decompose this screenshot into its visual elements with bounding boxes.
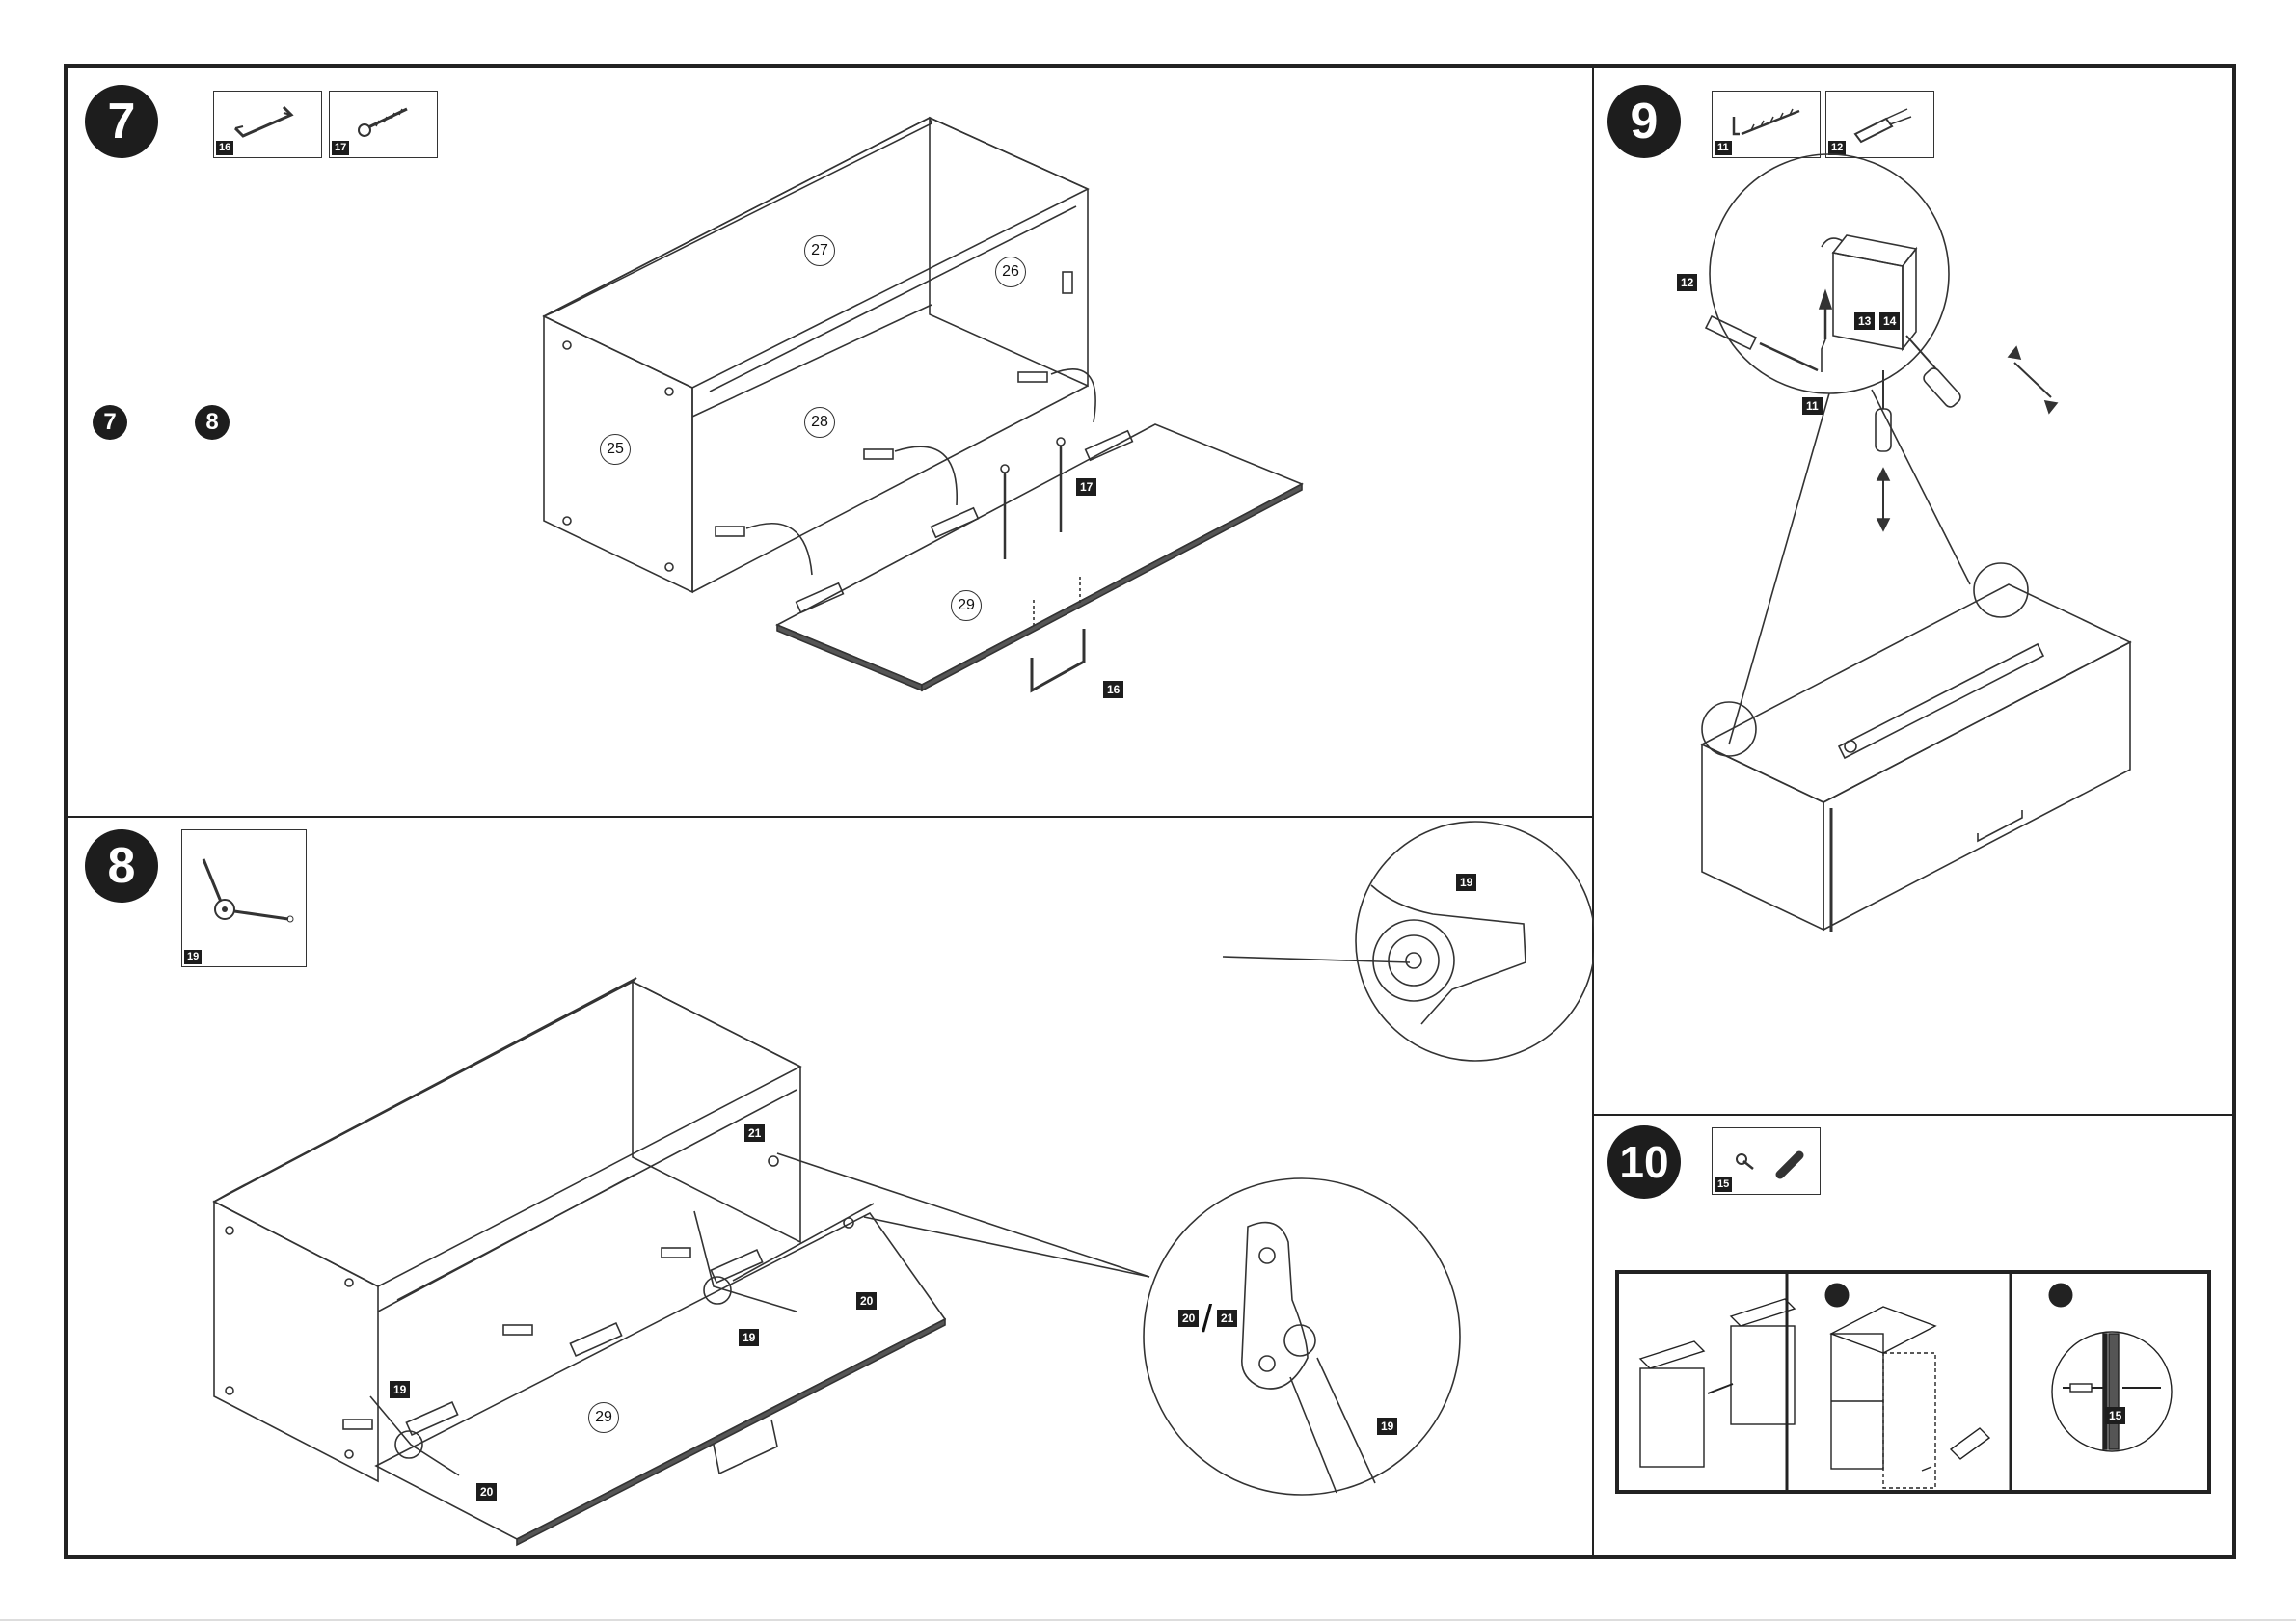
part-label-28: 28 [804,407,835,438]
step-8-panel: 8 19 [64,818,1594,1559]
bracket-tag: 21 [744,1124,765,1142]
hook-screw-tag: 11 [1802,397,1823,415]
lid-stay-tag: 19 [390,1381,410,1398]
cabinet-door-illustration [64,64,1594,818]
cabinet-connect-illustration [1594,1116,2236,1559]
step-10-panel: 10 15 [1594,1116,2236,1559]
step-9-panel: 9 11 12 [1594,64,2236,1114]
page-bottom-rule [0,1619,2296,1621]
screw-tag: 17 [1076,478,1096,496]
slash-separator: / [1202,1300,1212,1339]
zoom-lid-stay-tag: 19 [1377,1418,1397,1435]
handle-tag: 16 [1103,681,1123,698]
plate-tag: 20 [476,1483,497,1501]
zoom-lid-stay-tag: 19 [1456,874,1476,891]
part-label-27: 27 [804,235,835,266]
step-7-panel: 7 16 17 7 8 [64,64,1594,818]
plate-or-bracket-tag: 21 [1217,1310,1237,1327]
lid-stay-illustration [64,818,1594,1559]
connector-tag: 15 [2105,1407,2125,1424]
wall-mount-illustration [1594,64,2236,1114]
bracket-tag-14: 14 [1879,312,1900,330]
plate-or-bracket-tag: 20 [1178,1310,1199,1327]
part-label-25: 25 [600,434,631,465]
plate-tag: 20 [856,1292,877,1310]
part-label-26: 26 [995,257,1026,287]
wall-plug-tag: 12 [1677,274,1697,291]
part-label-29: 29 [588,1402,619,1433]
part-label-29: 29 [951,590,982,621]
bracket-tag-13: 13 [1854,312,1875,330]
lid-stay-tag: 19 [739,1329,759,1346]
